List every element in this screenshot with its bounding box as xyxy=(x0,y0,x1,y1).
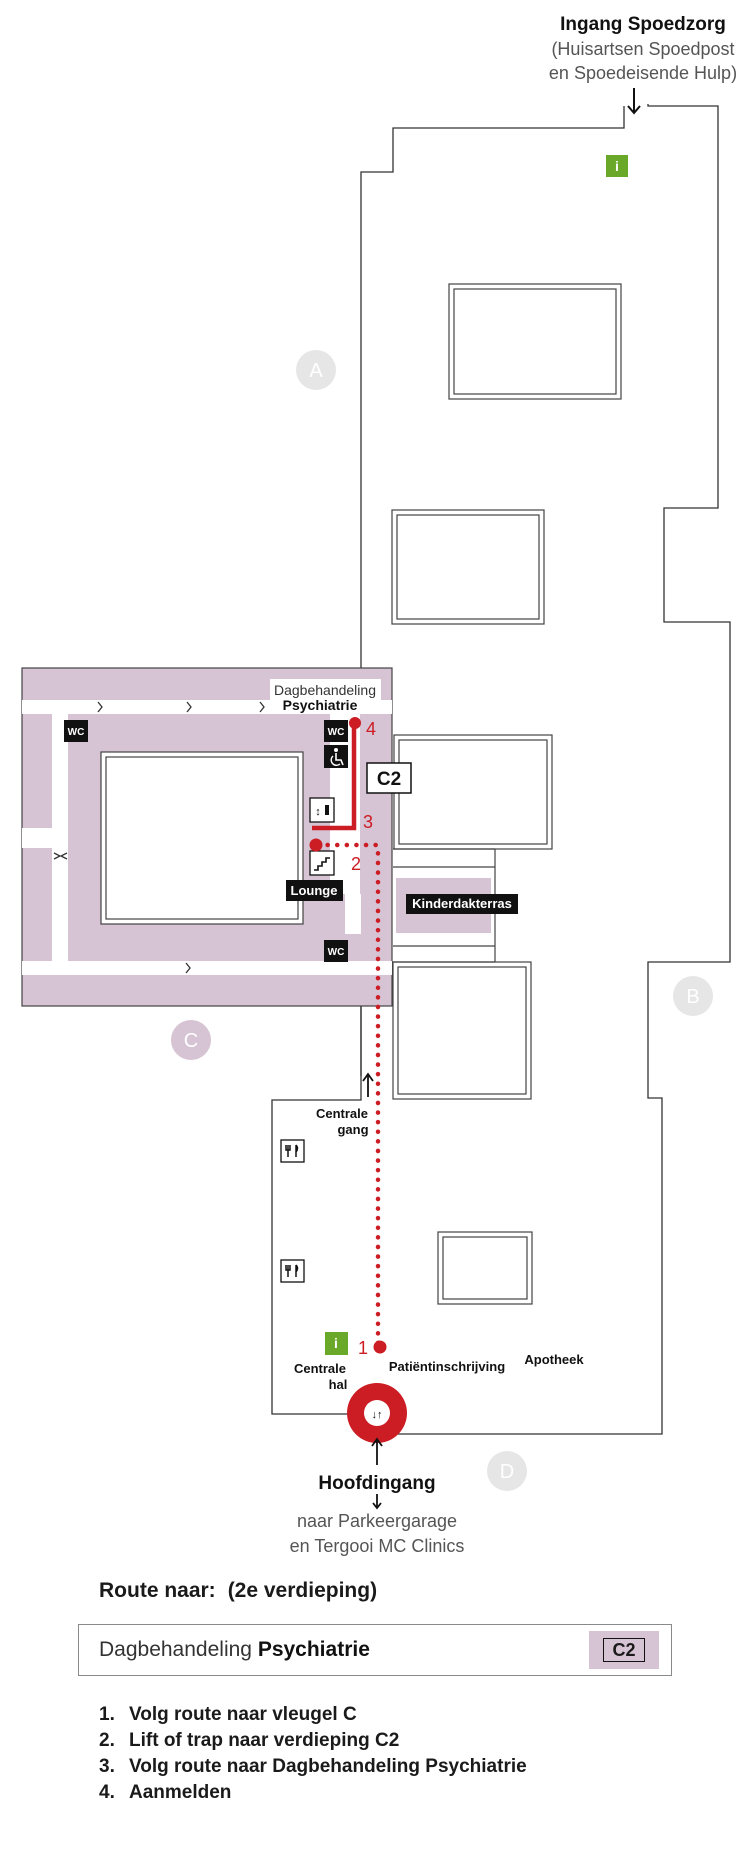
arrow-up-icon xyxy=(371,1437,383,1465)
centrale-hal-label-2: hal xyxy=(329,1377,348,1392)
entrance-spoedzorg-title: Ingang Spoedzorg xyxy=(560,14,726,35)
lounge-label: Lounge xyxy=(291,883,338,898)
floor-c2-label: C2 xyxy=(377,769,401,790)
kinderdakterras-label-bg xyxy=(406,894,518,914)
main-entrance-line1: naar Parkeergarage xyxy=(297,1511,457,1531)
svg-text:WC: WC xyxy=(68,727,85,738)
destination-tag-label: C2 xyxy=(603,1638,645,1662)
entrance-spoedzorg-line2: en Spoedeisende Hulp) xyxy=(549,63,737,83)
wing-a-label: A xyxy=(309,360,323,382)
route-path xyxy=(309,717,387,1354)
wing-d-label: D xyxy=(500,1461,514,1483)
restaurant-icon xyxy=(280,1139,305,1163)
info-icon: i xyxy=(606,155,628,177)
destination-bold: Psychiatrie xyxy=(257,1638,370,1661)
wing-b-label: B xyxy=(686,986,699,1008)
main-entrance-line2: en Tergooi MC Clinics xyxy=(290,1536,465,1556)
dept-label-bold: Psychiatrie xyxy=(283,697,358,713)
svg-text:WC: WC xyxy=(328,727,345,738)
floor-c2-badge xyxy=(366,762,412,794)
patientinschrijving-label: Patiëntinschrijving xyxy=(389,1359,505,1374)
wing-d-badge xyxy=(487,1451,527,1491)
wc-icon: WC xyxy=(324,720,348,742)
route-heading-label: Route naar: xyxy=(99,1579,216,1602)
svg-text:i: i xyxy=(615,158,619,174)
route-marker-4: 4 xyxy=(366,719,376,739)
arrow-down-icon xyxy=(627,88,641,115)
route-marker-2: 2 xyxy=(351,854,361,874)
courtyards xyxy=(391,283,622,1305)
destination-name: Dagbehandeling Psychiatrie xyxy=(99,1638,370,1662)
accessible-icon xyxy=(324,745,348,768)
kinderdakterras-label: Kinderdakterras xyxy=(412,896,512,911)
lounge-label-bg xyxy=(286,880,343,901)
svg-text:↓↑: ↓↑ xyxy=(372,1409,383,1421)
route-marker-3: 3 xyxy=(363,812,373,832)
dept-label-bg xyxy=(270,679,381,713)
destination-tag: C2 xyxy=(589,1631,659,1669)
apotheek-label: Apotheek xyxy=(524,1352,584,1367)
floor-map: Ingang Spoedzorg (Huisartsen Spoedpost e… xyxy=(21,14,737,1556)
route-floor-label: (2e verdieping) xyxy=(227,1579,378,1602)
building-outline xyxy=(271,104,731,1435)
route-heading: Route naar: (2e verdieping) xyxy=(99,1579,377,1603)
arrow-down-icon xyxy=(372,1494,382,1510)
wc-icon: WC xyxy=(324,940,348,962)
wing-a-badge xyxy=(296,350,336,390)
route-step: 3.Volg route naar Dagbehandeling Psychia… xyxy=(99,1756,527,1777)
info-icon: i xyxy=(325,1332,348,1355)
route-marker-1: 1 xyxy=(358,1338,368,1358)
restaurant-icon xyxy=(280,1259,305,1283)
wing-c-label: C xyxy=(184,1030,198,1052)
chevron-icons xyxy=(53,701,265,974)
svg-text:i: i xyxy=(334,1335,338,1351)
route-step: 1.Volg route naar vleugel C xyxy=(99,1704,357,1725)
arrow-up-icon xyxy=(362,1072,374,1097)
wc-icon: WC xyxy=(64,720,88,742)
wing-b-badge xyxy=(673,976,713,1016)
elevator-icon: ↕ xyxy=(309,797,335,823)
entrance-spoedzorg-line1: (Huisartsen Spoedpost xyxy=(551,39,734,59)
main-entrance-title: Hoofdingang xyxy=(318,1473,435,1494)
centrale-hal-label-1: Centrale xyxy=(294,1361,346,1376)
centrale-gang-label-1: Centrale xyxy=(316,1106,368,1121)
centrale-gang-label-2: gang xyxy=(337,1122,368,1137)
stairs-icon xyxy=(309,850,335,876)
svg-text:↕: ↕ xyxy=(315,806,321,818)
destination-light: Dagbehandeling xyxy=(99,1638,252,1661)
wing-c-badge xyxy=(171,1020,211,1060)
route-steps: 1.Volg route naar vleugel C 2.Lift of tr… xyxy=(99,1702,527,1806)
svg-text:WC: WC xyxy=(328,947,345,958)
route-step: 4.Aanmelden xyxy=(99,1782,232,1803)
main-entrance-icon: ↓↑ xyxy=(347,1383,407,1443)
dept-label-light: Dagbehandeling xyxy=(274,682,376,698)
route-step: 2.Lift of trap naar verdieping C2 xyxy=(99,1730,400,1751)
destination-box: Dagbehandeling Psychiatrie C2 xyxy=(78,1624,672,1676)
